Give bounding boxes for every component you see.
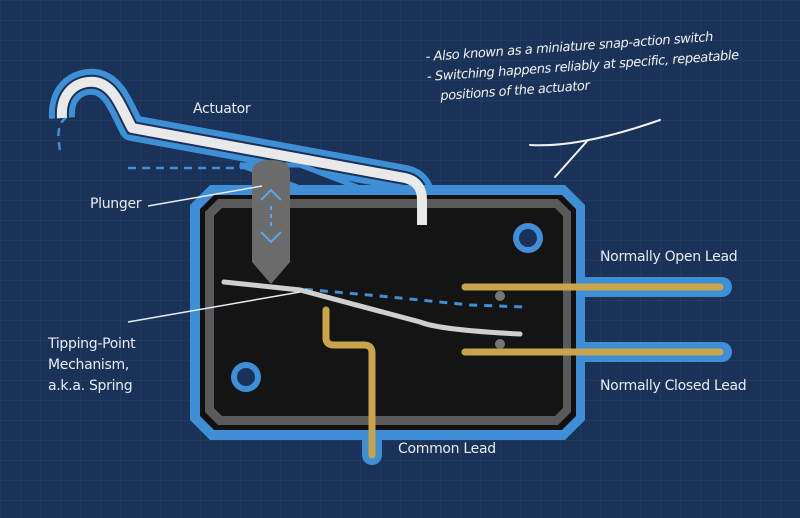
annotation-squiggle xyxy=(529,119,661,178)
plunger-leader xyxy=(147,185,263,207)
leads xyxy=(322,283,724,459)
spring-label: Tipping-Point Mechanism, a.k.a. Spring xyxy=(48,334,136,397)
spring xyxy=(221,279,523,337)
common-lead xyxy=(322,306,376,459)
spring-label-line: Tipping-Point xyxy=(48,336,136,352)
plunger-label: Plunger xyxy=(90,196,142,212)
actuator xyxy=(56,76,427,225)
normally-open-lead-label: Normally Open Lead xyxy=(600,249,738,265)
normally-closed-lead-label: Normally Closed Lead xyxy=(600,378,747,394)
spring-label-line: a.k.a. Spring xyxy=(48,378,133,394)
actuator-label: Actuator xyxy=(193,101,251,117)
up-down-arrows-icon xyxy=(260,188,282,244)
spring-leader xyxy=(127,291,301,323)
spring-label-line: Mechanism, xyxy=(48,357,129,373)
actuator-alt-position xyxy=(57,110,245,170)
common-lead-label: Common Lead xyxy=(398,441,496,457)
spring-alt-position xyxy=(289,286,526,309)
